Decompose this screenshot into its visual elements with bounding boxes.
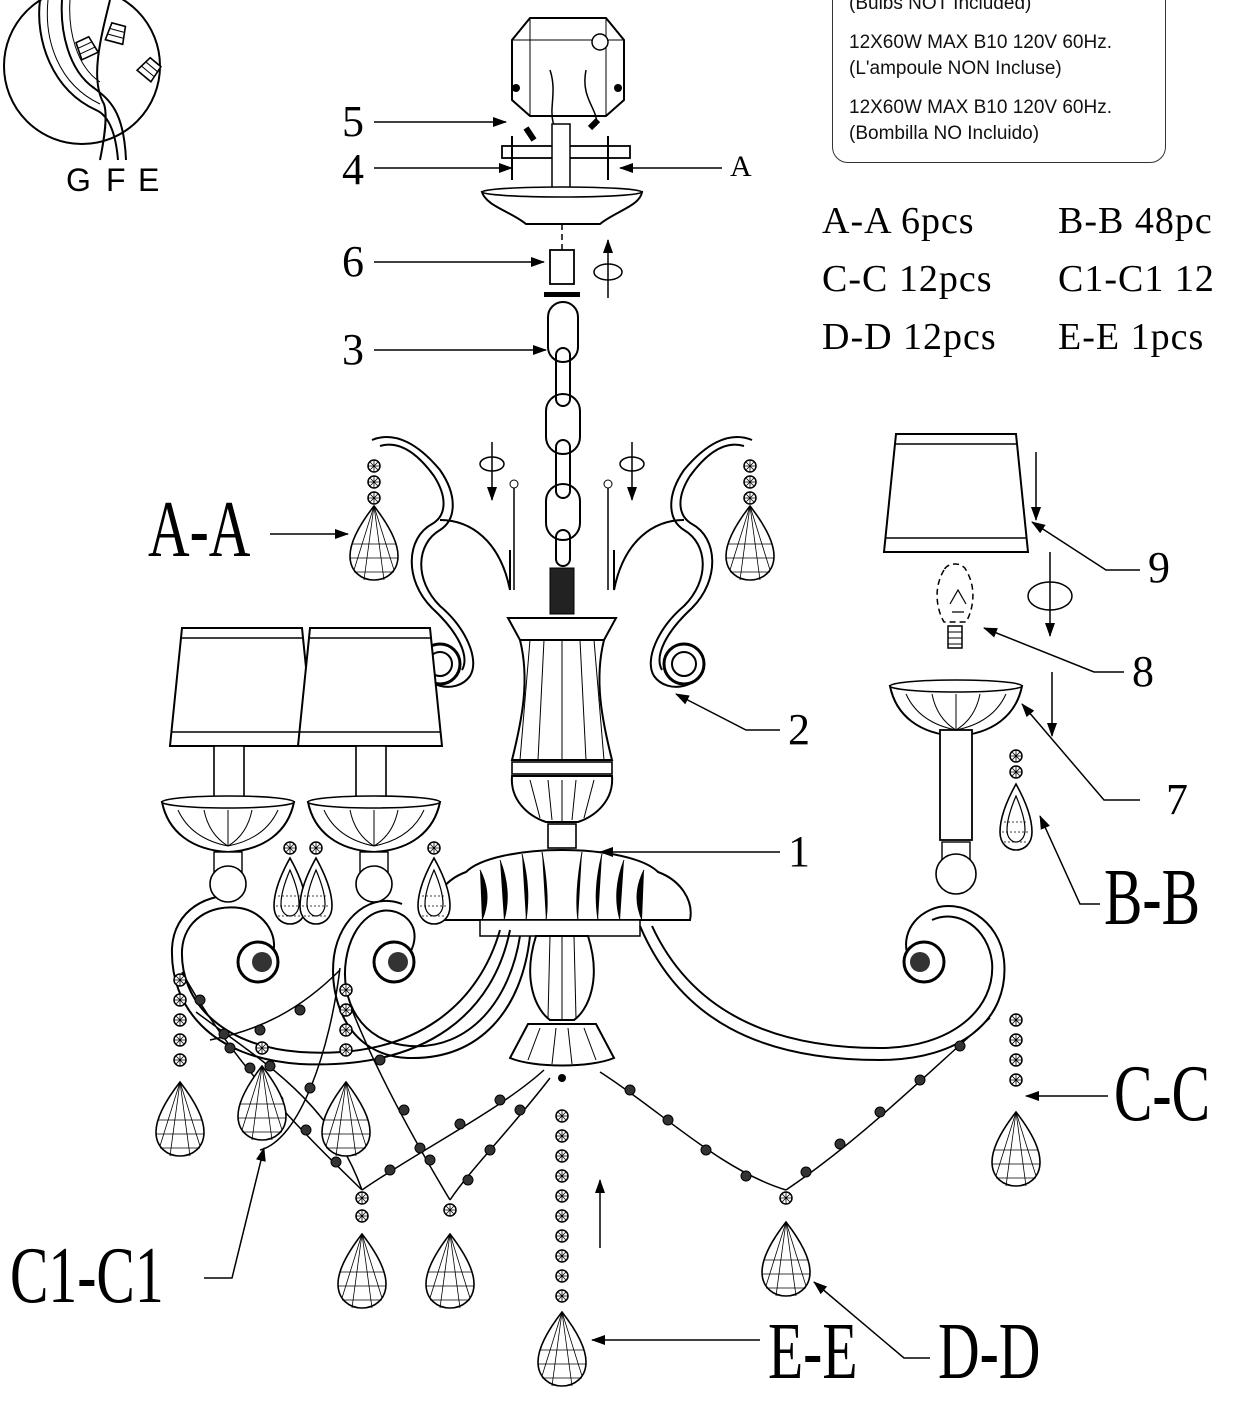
threaded-pipe (549, 567, 575, 615)
light-right-exploded (883, 433, 1029, 895)
loop-nut (544, 249, 580, 297)
spec-line-1: (Bulbs NOT Included) (849, 0, 1032, 14)
arm-ring-lower-right (902, 940, 946, 984)
chain (545, 301, 581, 567)
wire-label-g: G (66, 162, 91, 198)
crystal-strand-cc-2 (237, 1041, 287, 1141)
main-body (432, 848, 692, 1082)
crystal-strand-aa-right (725, 459, 775, 581)
screws (509, 479, 613, 590)
callout-6: 6 (342, 237, 364, 286)
crystal-strand-ee (537, 1109, 587, 1387)
callout-8: 8 (1132, 647, 1154, 696)
parts-list-dd: D-D 12pcs (822, 316, 997, 358)
crystal-drop-bb-2 (299, 841, 333, 925)
spec-line-2: 12X60W MAX B10 120V 60Hz. (849, 32, 1112, 53)
parts-list-bb: B-B 48pc (1058, 200, 1213, 242)
light-left-2 (297, 627, 443, 903)
wire-label-f: F (106, 162, 126, 198)
crystal-drop-bb-4 (999, 749, 1033, 851)
lower-arms (170, 894, 1006, 1066)
callout-5: 5 (342, 97, 364, 146)
crystal-strand-cc-3 (321, 983, 371, 1157)
arm-ring-lower-mid (372, 940, 416, 984)
light-left-1 (161, 627, 315, 903)
callout-2: 2 (788, 705, 810, 754)
crystal-drop-bb-3 (417, 841, 451, 925)
upper-scroll-arms (371, 435, 753, 688)
callout-ee: E-E (768, 1308, 858, 1396)
rotation-indicators (479, 239, 1073, 1248)
canopy (480, 186, 644, 250)
callout-dd: D-D (938, 1308, 1041, 1396)
callout-a: A (730, 150, 752, 183)
callout-bb: B-B (1104, 854, 1201, 942)
parts-list-ee: E-E 1pcs (1058, 316, 1205, 358)
arm-ring-lower-left (236, 940, 280, 984)
junction-box (511, 17, 625, 141)
spec-line-4: 12X60W MAX B10 120V 60Hz. (849, 97, 1112, 118)
crystal-drop-dd-1 (337, 1191, 387, 1309)
parts-list-cc: C-C 12pcs (822, 258, 993, 300)
callout-c1c1: C1-C1 (10, 1232, 164, 1320)
crystal-drop-dd-2 (425, 1203, 475, 1309)
callout-7: 7 (1166, 775, 1188, 824)
wire-detail (3, 0, 162, 161)
callout-aa: A-A (148, 486, 251, 574)
arm-ring-right (662, 642, 706, 686)
callout-1: 1 (788, 827, 810, 876)
crystal-drop-dd-3 (761, 1191, 811, 1297)
wire-label-e: E (138, 162, 160, 198)
crystal-strand-aa-left (349, 459, 399, 581)
callout-3: 3 (342, 325, 364, 374)
parts-list-c1c1: C1-C1 12 (1058, 258, 1215, 300)
mounting-strap (501, 117, 631, 189)
spec-box: (Bulbs NOT Included) 12X60W MAX B10 120V… (832, 0, 1166, 163)
callout-4: 4 (342, 145, 364, 194)
callout-9: 9 (1148, 543, 1170, 592)
spec-line-3: (L'ampoule NON Incluse) (849, 58, 1062, 79)
callout-cc: C-C (1114, 1050, 1211, 1138)
parts-list-aa: A-A 6pcs (822, 200, 975, 242)
leader-lines (204, 117, 1140, 1359)
central-column (506, 617, 618, 849)
spec-line-5: (Bombilla NO Incluido) (849, 123, 1040, 144)
crystal-strand-cc-4 (991, 1013, 1041, 1187)
